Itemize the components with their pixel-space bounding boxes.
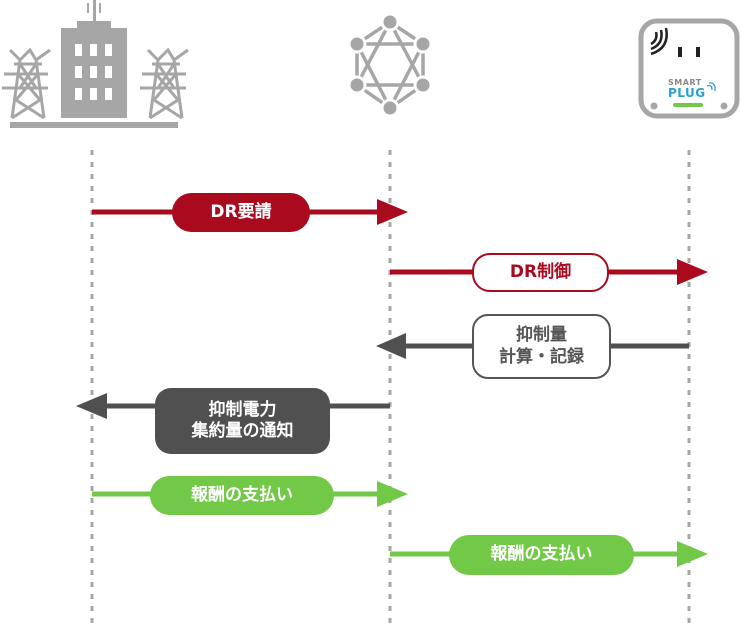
message-suppression-calc-record: 抑制量 計算・記録 xyxy=(472,314,611,379)
plug-status-led xyxy=(673,103,703,107)
network-icon xyxy=(347,12,433,118)
power-plant-icon xyxy=(2,0,189,128)
smart-plug-label-top: SMART xyxy=(668,78,702,87)
plug-slot-right xyxy=(696,47,700,57)
smart-plug-icon xyxy=(638,18,740,119)
message-dr-request: DR要請 xyxy=(172,193,310,232)
wifi-signal-icon xyxy=(650,27,668,56)
message-dr-control: DR制御 xyxy=(472,253,609,292)
message-payment-2: 報酬の支払い xyxy=(449,535,634,575)
smart-plug-label-bottom: PLUG xyxy=(668,86,706,100)
plug-slot-left xyxy=(678,47,682,57)
message-aggregate-notify: 抑制電力 集約量の通知 xyxy=(155,388,330,454)
message-payment-1: 報酬の支払い xyxy=(150,476,334,515)
